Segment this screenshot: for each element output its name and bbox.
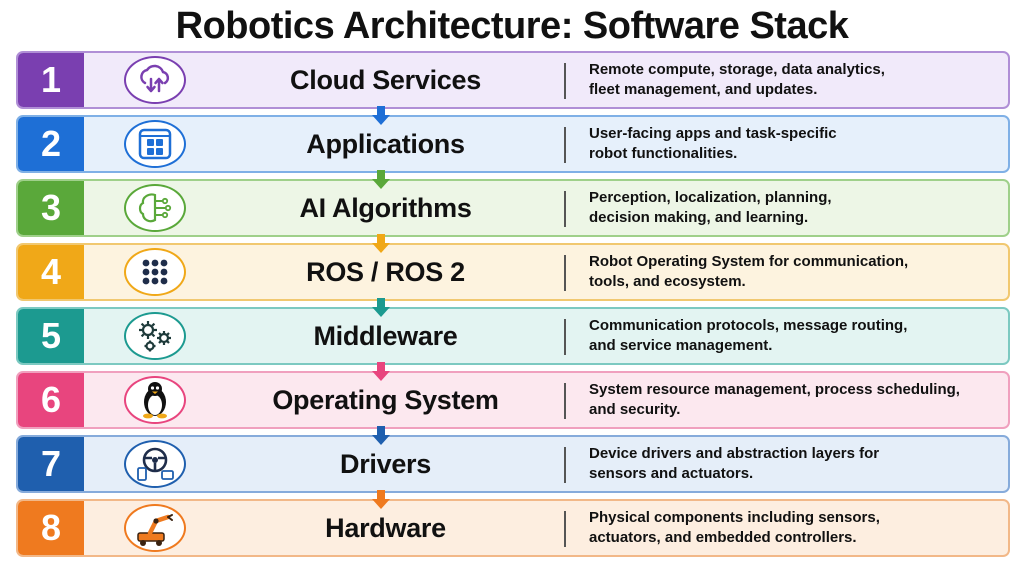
- layer-description: Perception, localization, planning,decis…: [589, 189, 832, 226]
- layer-number: 7: [18, 437, 84, 491]
- divider: [564, 319, 566, 355]
- steering-wheel-icon: [123, 440, 187, 488]
- layer-description: Robot Operating System for communication…: [589, 253, 909, 290]
- down-arrow-icon: [372, 490, 390, 509]
- layer-name: Operating System: [272, 384, 499, 415]
- layer-name: ROS / ROS 2: [306, 256, 465, 287]
- layer-number: 5: [18, 309, 84, 363]
- down-arrow-icon: [372, 170, 390, 189]
- layer-middleware: 5 Middleware Communication protocols,: [16, 307, 1010, 365]
- layer-description: Communication protocols, message routing…: [589, 317, 908, 354]
- layer-number: 8: [18, 501, 84, 555]
- divider: [564, 127, 566, 163]
- layer-operating-system: 6 Operating System System resource manag…: [16, 371, 1010, 429]
- down-arrow-icon: [372, 298, 390, 317]
- layer-number: 1: [18, 53, 84, 107]
- divider: [564, 447, 566, 483]
- divider: [564, 383, 566, 419]
- down-arrow-icon: [372, 234, 390, 253]
- layer-description: Physical components including sensors,ac…: [589, 509, 880, 546]
- down-arrow-icon: [372, 362, 390, 381]
- cloud-sync-icon: [123, 56, 187, 104]
- layer-name: Drivers: [340, 448, 431, 479]
- layer-description: Device drivers and abstraction layers fo…: [589, 445, 880, 482]
- divider: [564, 255, 566, 291]
- layer-applications: 2 Applications User-facing apps and task…: [16, 115, 1010, 173]
- ai-brain-icon: [123, 184, 187, 232]
- diagram-title: Robotics Architecture: Software Stack: [175, 5, 849, 47]
- layer-cloud-services: 1 Cloud Services Remote compute, storage…: [16, 51, 1010, 109]
- layer-drivers: 7 Drivers Device drivers and abstraction…: [16, 435, 1010, 493]
- layer-ros: 4 ROS / ROS 2 Robot Operating System for…: [16, 243, 1010, 301]
- divider: [564, 63, 566, 99]
- layer-name: Applications: [306, 128, 465, 159]
- gears-icon: [123, 312, 187, 360]
- down-arrow-icon: [372, 106, 390, 125]
- app-grid-icon: [123, 120, 187, 168]
- layer-name: Hardware: [325, 512, 446, 543]
- robot-arm-icon: [123, 504, 187, 552]
- layer-number: 2: [18, 117, 84, 171]
- layer-ai-algorithms: 3 AI Algorithms Perception, localization…: [16, 179, 1010, 237]
- layer-name: Middleware: [313, 320, 458, 351]
- down-arrow-icon: [372, 426, 390, 445]
- layer-hardware: 8 Hardware Physical components including…: [16, 499, 1010, 557]
- layer-number: 3: [18, 181, 84, 235]
- layer-description: System resource management, process sche…: [589, 381, 960, 418]
- layer-number: 4: [18, 245, 84, 299]
- layer-name: AI Algorithms: [299, 192, 472, 223]
- ros-dots-icon: [123, 248, 187, 296]
- divider: [564, 191, 566, 227]
- divider: [564, 511, 566, 547]
- layer-description: Remote compute, storage, data analytics,…: [589, 61, 885, 98]
- layer-number: 6: [18, 373, 84, 427]
- layer-name: Cloud Services: [290, 64, 481, 95]
- linux-penguin-icon: [123, 376, 187, 424]
